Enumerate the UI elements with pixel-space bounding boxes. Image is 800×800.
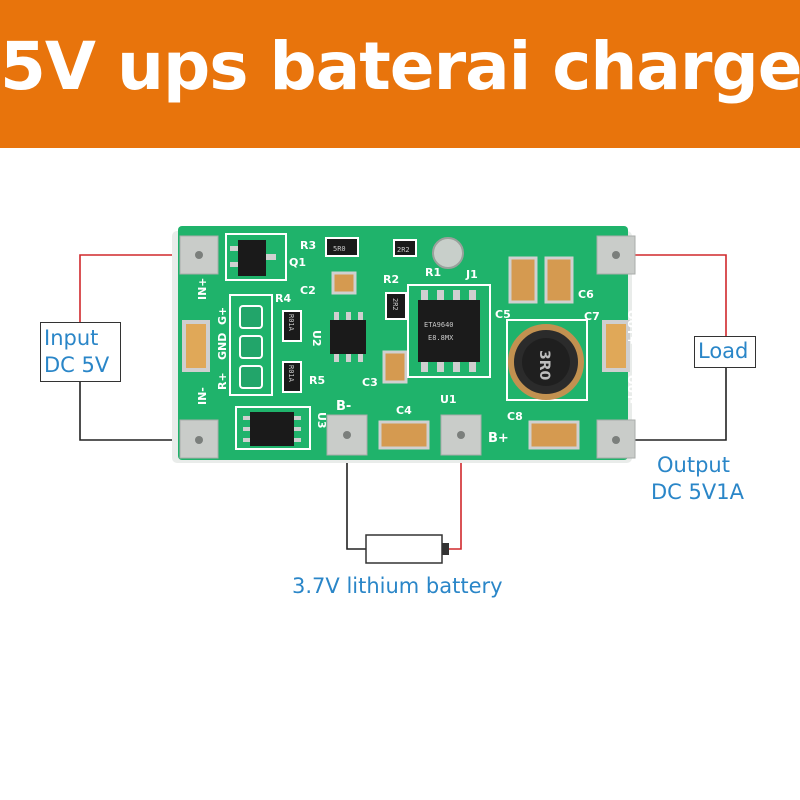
- c8-capacitor: [528, 420, 580, 450]
- battery-positive-wire: [449, 433, 462, 550]
- r2-marking: 2R2: [397, 246, 410, 254]
- c3-capacitor: [382, 350, 408, 384]
- designator-c6: C6: [578, 288, 594, 301]
- page-title: 5V ups baterai charge: [0, 28, 800, 105]
- input-negative-wire: [79, 382, 198, 441]
- r3-resistor: [325, 237, 359, 257]
- inductor-marking: 3R0: [536, 350, 552, 381]
- q1-transistor: [238, 240, 266, 276]
- pad-b-plus: [440, 414, 482, 456]
- designator-r3: R3: [300, 239, 316, 252]
- input-voltage-label: DC 5V: [44, 353, 110, 377]
- r5-marking: R01A: [287, 365, 295, 383]
- pin-label-gnd: GND: [216, 333, 229, 360]
- c7-capacitor: [602, 320, 630, 372]
- pin-label-r-plus: R+: [216, 372, 229, 390]
- header-pin-gnd: [239, 335, 263, 359]
- designator-u3: U3: [315, 412, 328, 429]
- j1-component: [432, 237, 464, 269]
- pad-label-b-plus: B+: [488, 431, 509, 446]
- header-pin-g: [239, 305, 263, 329]
- pin-label-out-plus: OUT+: [625, 310, 638, 345]
- r4-marking: R01A: [287, 314, 295, 332]
- designator-c5: C5: [495, 308, 511, 321]
- designator-c2: C2: [300, 284, 316, 297]
- r2b-marking: 2R2: [391, 298, 399, 311]
- input-capacitor: [182, 320, 210, 372]
- u2-chip: [330, 320, 366, 354]
- load-label: Load: [698, 339, 749, 363]
- r2-resistor: [393, 239, 417, 257]
- designator-j1: J1: [465, 268, 478, 281]
- pin-label-g-plus: G+: [216, 307, 229, 325]
- load-positive-wire: [617, 254, 727, 336]
- pin-label-in-minus: IN-: [196, 387, 209, 405]
- title-banner: 5V ups baterai charge: [0, 0, 800, 148]
- c5-capacitor: [508, 256, 538, 304]
- designator-u2: U2: [310, 330, 323, 347]
- r4-resistor: [282, 310, 302, 342]
- designator-c8: C8: [507, 410, 523, 423]
- pin-label-out-minus: OUT-: [625, 375, 638, 404]
- r3-marking: 5R0: [333, 245, 346, 253]
- designator-c7: C7: [584, 310, 600, 323]
- pad-b-minus: [326, 414, 368, 456]
- input-positive-wire: [79, 254, 198, 322]
- pcb-board: IN+ G+ GND R+ IN- OUT+ OUT- B- B+ R3 Q1 …: [172, 226, 638, 463]
- output-label: Output: [657, 453, 730, 477]
- c4-capacitor: [378, 420, 430, 450]
- pin-label-in-plus: IN+: [196, 277, 209, 300]
- silkscreen: IN+ G+ GND R+ IN- OUT+ OUT- B- B+ R3 Q1 …: [196, 239, 638, 446]
- designator-r2: R2: [383, 273, 399, 286]
- input-label-box: [40, 322, 121, 382]
- u1-marking-line1: ETA9640: [424, 321, 454, 329]
- u3-chip: [250, 412, 294, 446]
- r5-resistor: [282, 361, 302, 393]
- load-negative-wire: [617, 368, 727, 441]
- u1-marking-line2: E8.8MX: [428, 334, 454, 342]
- load-label-box: [694, 336, 756, 368]
- battery-negative-wire: [346, 433, 366, 550]
- designator-r4: R4: [275, 292, 291, 305]
- input-label: Input: [44, 326, 99, 350]
- c2-capacitor: [331, 271, 357, 295]
- designator-u1: U1: [440, 393, 457, 406]
- c6-capacitor: [544, 256, 574, 304]
- u1-chip: [418, 300, 480, 362]
- pad-label-b-minus: B-: [336, 399, 351, 414]
- battery-symbol: [365, 534, 449, 564]
- designator-r5: R5: [309, 374, 325, 387]
- wires: [79, 254, 727, 550]
- output-rating-label: DC 5V1A: [651, 480, 744, 504]
- designator-c4: C4: [396, 404, 412, 417]
- designator-r1: R1: [425, 266, 441, 279]
- designator-q1: Q1: [289, 256, 306, 269]
- designator-c3: C3: [362, 376, 378, 389]
- battery-label: 3.7V lithium battery: [292, 574, 503, 598]
- r2b-resistor: [385, 292, 407, 320]
- header-pin-r: [239, 365, 263, 389]
